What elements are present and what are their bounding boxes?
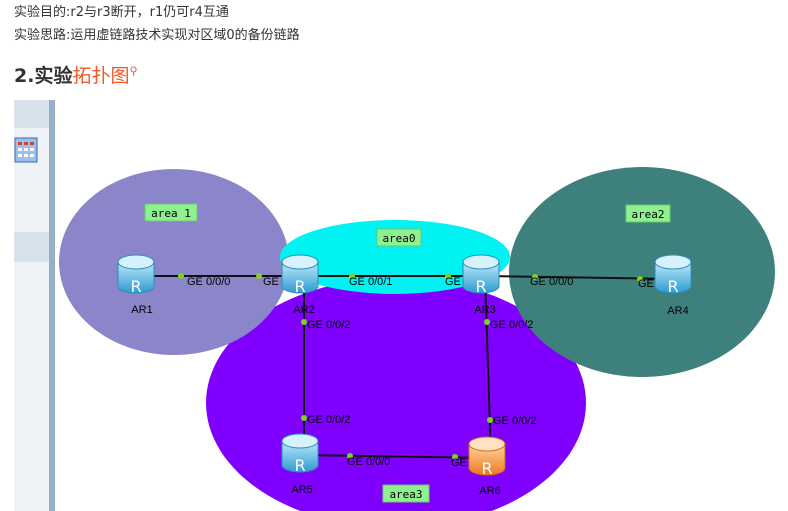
if-ar1-ge000: GE 0/0/0: [187, 276, 230, 288]
link-ar3-ar4[interactable]: [484, 275, 679, 280]
area3-label: area3: [389, 488, 422, 501]
if-ar2-ge002: GE 0/0/2: [307, 319, 350, 331]
router-ar4[interactable]: R: [654, 254, 692, 296]
router-ar2-label: AR2: [293, 304, 314, 316]
if-ar5-ge002: GE 0/0/2: [307, 414, 350, 426]
port-dots: [178, 273, 643, 460]
if-ar5-ge000: GE 0/0/0: [347, 456, 390, 468]
router-icon: R: [475, 277, 486, 296]
router-ar5[interactable]: R: [281, 433, 319, 475]
router-ar3[interactable]: R: [462, 254, 500, 296]
if-ar6-ge002: GE 0/0/2: [493, 415, 536, 427]
router-icon: R: [481, 459, 492, 478]
area1-label: area 1: [151, 207, 191, 220]
if-ar3-ge000: GE 0/0/0: [530, 276, 573, 288]
topology-figure: area 1 area0 area2 area3 GE 0/0/0: [14, 100, 788, 511]
router-ar2[interactable]: R: [281, 254, 319, 296]
search-icon[interactable]: ⚲: [129, 64, 138, 78]
router-ar4-label: AR4: [667, 305, 688, 317]
area1-label-box: [144, 203, 198, 222]
router-icon: R: [130, 277, 141, 296]
toolbar-panel-top: [14, 100, 50, 128]
experiment-goal-text: 实验目的:r2与r3断开，r1仍可r4互通: [14, 5, 229, 20]
links: [146, 275, 679, 459]
heading-prefix: 2.实验: [14, 65, 73, 87]
router-ar1-label: AR1: [131, 304, 152, 316]
toolbar-panel-middle: [14, 232, 50, 262]
section-heading: 2.实验拓扑图⚲: [14, 61, 138, 88]
if-ar3-ge002: GE 0/0/2: [490, 319, 533, 331]
link-ar5-ar6[interactable]: [303, 454, 492, 459]
router-ar6[interactable]: R: [468, 436, 506, 478]
experiment-approach-text: 实验思路:运用虚链路技术实现对区域0的备份链路: [14, 28, 300, 43]
router-ar3-label: AR3: [474, 304, 495, 316]
router-icon: R: [294, 277, 305, 296]
if-ar2-ge001: GE 0/0/1: [349, 276, 392, 288]
router-ar5-label: AR5: [291, 484, 312, 496]
area2-label: area2: [631, 208, 664, 221]
topology-link[interactable]: 拓扑图: [72, 65, 130, 87]
router-ar6-label: AR6: [479, 485, 500, 497]
area2-label-box: [625, 204, 671, 223]
area0-label: area0: [382, 232, 415, 245]
area0-label-box: [376, 228, 422, 247]
router-ar1[interactable]: R: [117, 254, 155, 296]
grid-tool-icon[interactable]: [14, 137, 38, 163]
left-toolbar: [14, 100, 50, 511]
router-icon: R: [294, 456, 305, 475]
topology-diagram: area 1 area0 area2 area3 GE 0/0/0: [14, 100, 775, 511]
router-icon: R: [667, 277, 678, 296]
area1-region: [59, 169, 289, 355]
link-ar3-ar6[interactable]: [484, 275, 492, 459]
area3-label-box: [382, 484, 430, 503]
toolbar-border: [49, 100, 55, 511]
area2-region: [509, 167, 775, 377]
